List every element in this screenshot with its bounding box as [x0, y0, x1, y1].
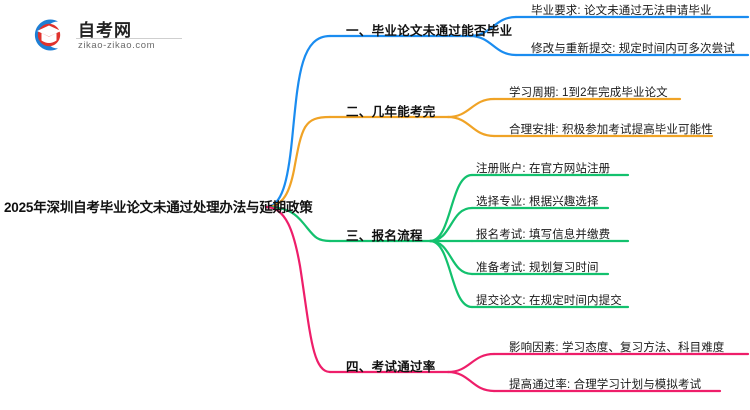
leaf-3-2[interactable]: 选择专业: 根据兴趣选择: [476, 196, 599, 208]
leaf-4-1[interactable]: 影响因素: 学习态度、复习方法、科目难度: [509, 342, 725, 354]
leaf-2-1[interactable]: 学习周期: 1到2年完成毕业论文: [509, 87, 668, 99]
branch-4-leaf-2-wire: [446, 370, 496, 393]
branch-2-stem: [264, 115, 332, 209]
branch-label-2[interactable]: 二、几年能考完: [346, 105, 436, 119]
branch-4-leaf-1-wire: [446, 352, 496, 374]
root-title[interactable]: 2025年深圳自考毕业论文未通过处理办法与延期政策: [4, 200, 313, 215]
branch-1-leaf-2-wire: [468, 34, 518, 57]
leaf-1-1[interactable]: 毕业要求: 论文未通过无法申请毕业: [531, 5, 712, 17]
leaf-3-4[interactable]: 准备考试: 规划复习时间: [476, 262, 599, 274]
branch-2-leaf-1-wire: [446, 97, 496, 119]
leaf-3-5[interactable]: 提交论文: 在规定时间内提交: [476, 295, 622, 307]
branch-3-stem: [264, 205, 332, 243]
leaf-2-2[interactable]: 合理安排: 积极参加考试提高毕业可能性: [509, 124, 713, 136]
branch-label-3[interactable]: 三、报名流程: [346, 229, 423, 243]
branch-3-leaf-1-wire: [428, 173, 474, 243]
branch-4-stem: [264, 205, 332, 374]
brand-name: 自考网: [78, 21, 132, 40]
brand-divider: [76, 38, 182, 39]
branch-3-leaf-5-wire: [428, 239, 474, 309]
branch-3-leaf-2-wire: [428, 206, 474, 243]
branch-2-leaf-2-wire: [446, 115, 496, 138]
branch-3-leaf-4-wire: [428, 239, 474, 276]
graduation-cap-icon: [34, 19, 61, 51]
leaf-1-2[interactable]: 修改与重新提交: 规定时间内可多次尝试: [531, 43, 735, 55]
leaf-4-2[interactable]: 提高通过率: 合理学习计划与模拟考试: [509, 379, 702, 391]
leaf-3-1[interactable]: 注册账户: 在官方网站注册: [476, 163, 611, 175]
brand-url: zikao-zikao.com: [78, 40, 156, 51]
branch-1-stem: [264, 34, 332, 209]
leaf-3-3[interactable]: 报名考试: 填写信息并缴费: [476, 229, 611, 241]
branch-label-4[interactable]: 四、考试通过率: [346, 360, 436, 374]
branch-label-1[interactable]: 一、毕业论文未通过能否毕业: [346, 24, 513, 38]
site-logo: 自考网 zikao-zikao.com: [28, 12, 188, 58]
